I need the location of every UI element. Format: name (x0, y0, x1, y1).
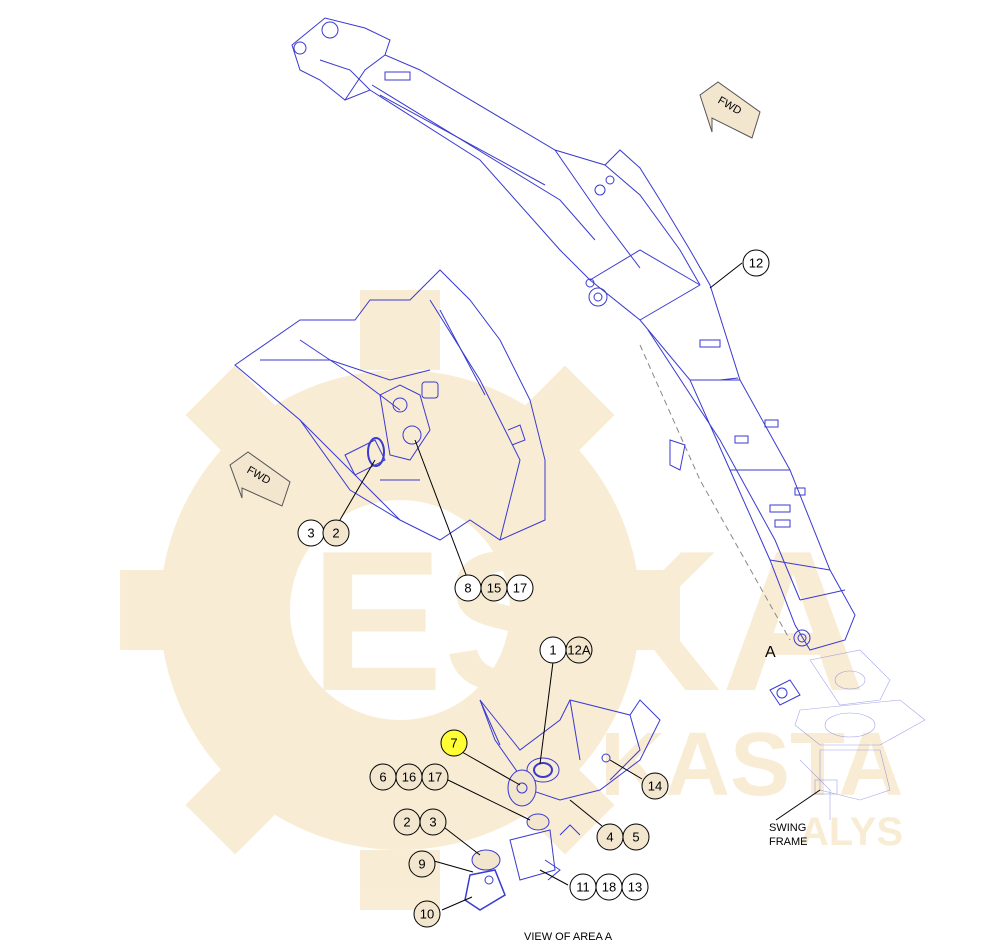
callout-17-lower[interactable]: 17 (421, 763, 449, 791)
callout-2-upper-text: 2 (332, 526, 339, 541)
swing-frame (794, 649, 926, 820)
watermark-brand: ESKA (310, 510, 866, 733)
watermark-line3: ALYS (800, 810, 903, 854)
callout-5-text: 5 (632, 830, 639, 845)
callout-15-text: 15 (487, 581, 501, 596)
view-caption: VIEW OF AREA A (524, 931, 613, 943)
callout-3-upper-text: 3 (307, 526, 314, 541)
callout-4-text: 4 (606, 830, 613, 845)
callout-14[interactable]: 14 (641, 772, 669, 800)
callout-16[interactable]: 16 (395, 763, 423, 791)
callout-9-text: 9 (418, 857, 425, 872)
callout-3-lower-text: 3 (429, 815, 436, 830)
boom-assembly (291, 17, 856, 706)
callout-16-text: 16 (402, 770, 416, 785)
callout-3-lower[interactable]: 3 (419, 808, 447, 836)
callout-15[interactable]: 15 (480, 574, 508, 602)
fwd-arrow-top-icon: FWD (699, 81, 761, 139)
leader-lines (336, 262, 821, 911)
callout-1[interactable]: 1 (539, 636, 567, 664)
swing-frame-label-line2: FRAME (769, 836, 808, 848)
callout-7-highlighted[interactable]: 7 (440, 729, 468, 757)
callout-12A-text: 12A (567, 643, 590, 658)
watermark-line2: KASTA (600, 715, 903, 815)
callout-5[interactable]: 5 (622, 823, 650, 851)
boom-foot-detail (234, 269, 546, 541)
callout-12[interactable]: 12 (742, 249, 770, 277)
callout-2-lower-text: 2 (403, 815, 410, 830)
callout-17-upper-text: 17 (513, 581, 527, 596)
callout-2-upper[interactable]: 2 (322, 519, 350, 547)
callout-11[interactable]: 11 (569, 873, 597, 901)
callout-11-text: 11 (576, 880, 590, 895)
callout-4[interactable]: 4 (596, 823, 624, 851)
callout-17-upper[interactable]: 17 (506, 574, 534, 602)
callout-6[interactable]: 6 (369, 763, 397, 791)
callout-17-lower-text: 17 (428, 770, 442, 785)
area-a-detail (464, 699, 661, 911)
callout-18[interactable]: 18 (595, 873, 623, 901)
callout-8-text: 8 (464, 581, 471, 596)
callout-7-text: 7 (450, 736, 457, 751)
callout-9[interactable]: 9 (408, 850, 436, 878)
callout-8[interactable]: 8 (454, 574, 482, 602)
callout-13[interactable]: 13 (621, 873, 649, 901)
callout-12A[interactable]: 12A (565, 636, 593, 664)
callout-10-text: 10 (420, 907, 434, 922)
callout-12-text: 12 (749, 256, 763, 271)
callout-13-text: 13 (628, 880, 642, 895)
callout-6-text: 6 (379, 770, 386, 785)
callout-14-text: 14 (648, 779, 662, 794)
callout-1-text: 1 (549, 643, 556, 658)
fwd-arrow-left-icon: FWD (229, 451, 291, 507)
callout-10[interactable]: 10 (413, 900, 441, 928)
swing-frame-label-line1: SWING (769, 822, 806, 834)
area-a-letter: A (765, 644, 776, 661)
callout-18-text: 18 (602, 880, 616, 895)
callout-2-lower[interactable]: 2 (393, 808, 421, 836)
callout-3-upper[interactable]: 3 (297, 519, 325, 547)
